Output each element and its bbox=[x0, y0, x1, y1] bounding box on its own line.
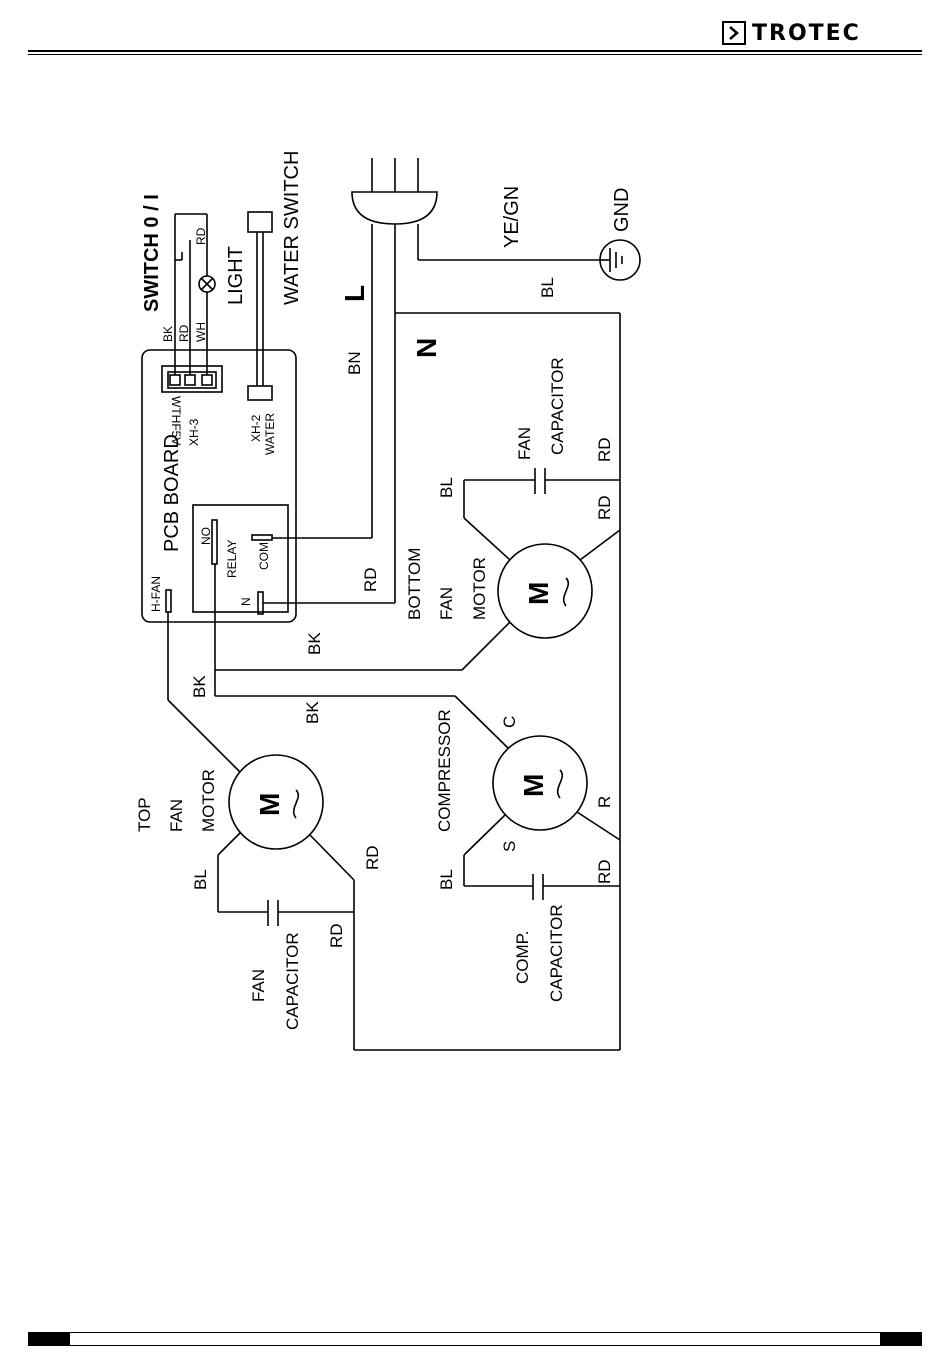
rd-fancap-label-2: RD bbox=[595, 495, 614, 520]
ye-gn-label: YE/GN bbox=[501, 186, 523, 248]
fan-cap-top-label-1: FAN bbox=[515, 427, 534, 460]
bl-fancap-label: BL bbox=[437, 477, 456, 498]
bottom-fan-motor-label-2: FAN bbox=[437, 587, 456, 620]
bn-label: BN bbox=[345, 351, 364, 375]
rd-top-switch-label: RD bbox=[194, 227, 208, 245]
compressor-s-label: S bbox=[500, 841, 519, 852]
comp-cap-label-2: CAPACITOR bbox=[547, 904, 566, 1002]
wh-switch-label: WH bbox=[194, 322, 208, 342]
rd-switch-label: RD bbox=[177, 324, 191, 342]
rd-comp-label: RD bbox=[595, 859, 614, 884]
light-label: LIGHT bbox=[225, 246, 247, 305]
compressor-m: M bbox=[518, 774, 549, 797]
neutral-label: N bbox=[411, 338, 442, 358]
switch-label: SWITCH 0 / I bbox=[141, 194, 163, 312]
fan-cap-top-label-2: CAPACITOR bbox=[548, 357, 567, 455]
fan-cap-left-label-1: FAN bbox=[249, 969, 268, 1002]
bottom-fan-motor-label-1: BOTTOM bbox=[405, 548, 424, 620]
h-fan-label: H-FAN bbox=[149, 576, 163, 612]
compressor-r-label: R bbox=[595, 796, 614, 808]
bl-top-label: BL bbox=[191, 869, 210, 890]
live-label: L bbox=[339, 285, 370, 302]
compressor-label: COMPRESSOR bbox=[435, 709, 454, 832]
bk-wire-label-1: BK bbox=[305, 632, 324, 655]
xh3-label: XH-3 bbox=[187, 418, 201, 446]
water-switch-label: WATER SWITCH bbox=[281, 151, 303, 305]
rd-top-motor-label: RD bbox=[363, 845, 382, 870]
water-label: WATER bbox=[263, 413, 277, 455]
footer-left-block bbox=[28, 1332, 70, 1346]
gnd-label: GND bbox=[611, 188, 633, 232]
top-fan-motor-m: M bbox=[254, 793, 285, 816]
bl-main-label: BL bbox=[538, 277, 557, 298]
bottom-fan-motor-m: M bbox=[523, 582, 554, 605]
n-pin-label: N bbox=[239, 597, 253, 606]
top-fan-motor-label-3: MOTOR bbox=[199, 769, 218, 832]
bl-comp-label: BL bbox=[437, 869, 456, 890]
rd-relay-label: RD bbox=[361, 567, 380, 592]
top-fan-motor-label-1: TOP bbox=[135, 797, 154, 832]
rd-top-cap-label: RD bbox=[327, 923, 346, 948]
relay-label: RELAY bbox=[225, 540, 239, 578]
pcb-board-label: PCB BOARD bbox=[161, 434, 183, 552]
footer-bar bbox=[28, 1332, 922, 1346]
bk-wire-label-3: BK bbox=[303, 701, 322, 724]
top-fan-motor-label-2: FAN bbox=[167, 799, 186, 832]
bottom-fan-motor-label-3: MOTOR bbox=[470, 557, 489, 620]
relay-no-label: NO bbox=[199, 527, 213, 545]
relay-com-label: COM bbox=[257, 542, 271, 570]
comp-cap-label-1: COMP. bbox=[513, 930, 532, 984]
bk-switch-label: BK bbox=[161, 326, 175, 342]
wthf5v-label: WTHF5V bbox=[169, 396, 183, 445]
bk-wire-label-2: BK bbox=[190, 675, 209, 698]
compressor-c-label: C bbox=[500, 716, 519, 728]
xh2-label: XH-2 bbox=[249, 414, 263, 442]
fan-cap-left-label-2: CAPACITOR bbox=[283, 932, 302, 1030]
footer-right-block bbox=[880, 1332, 922, 1346]
rd-fancap-label-1: RD bbox=[595, 437, 614, 462]
